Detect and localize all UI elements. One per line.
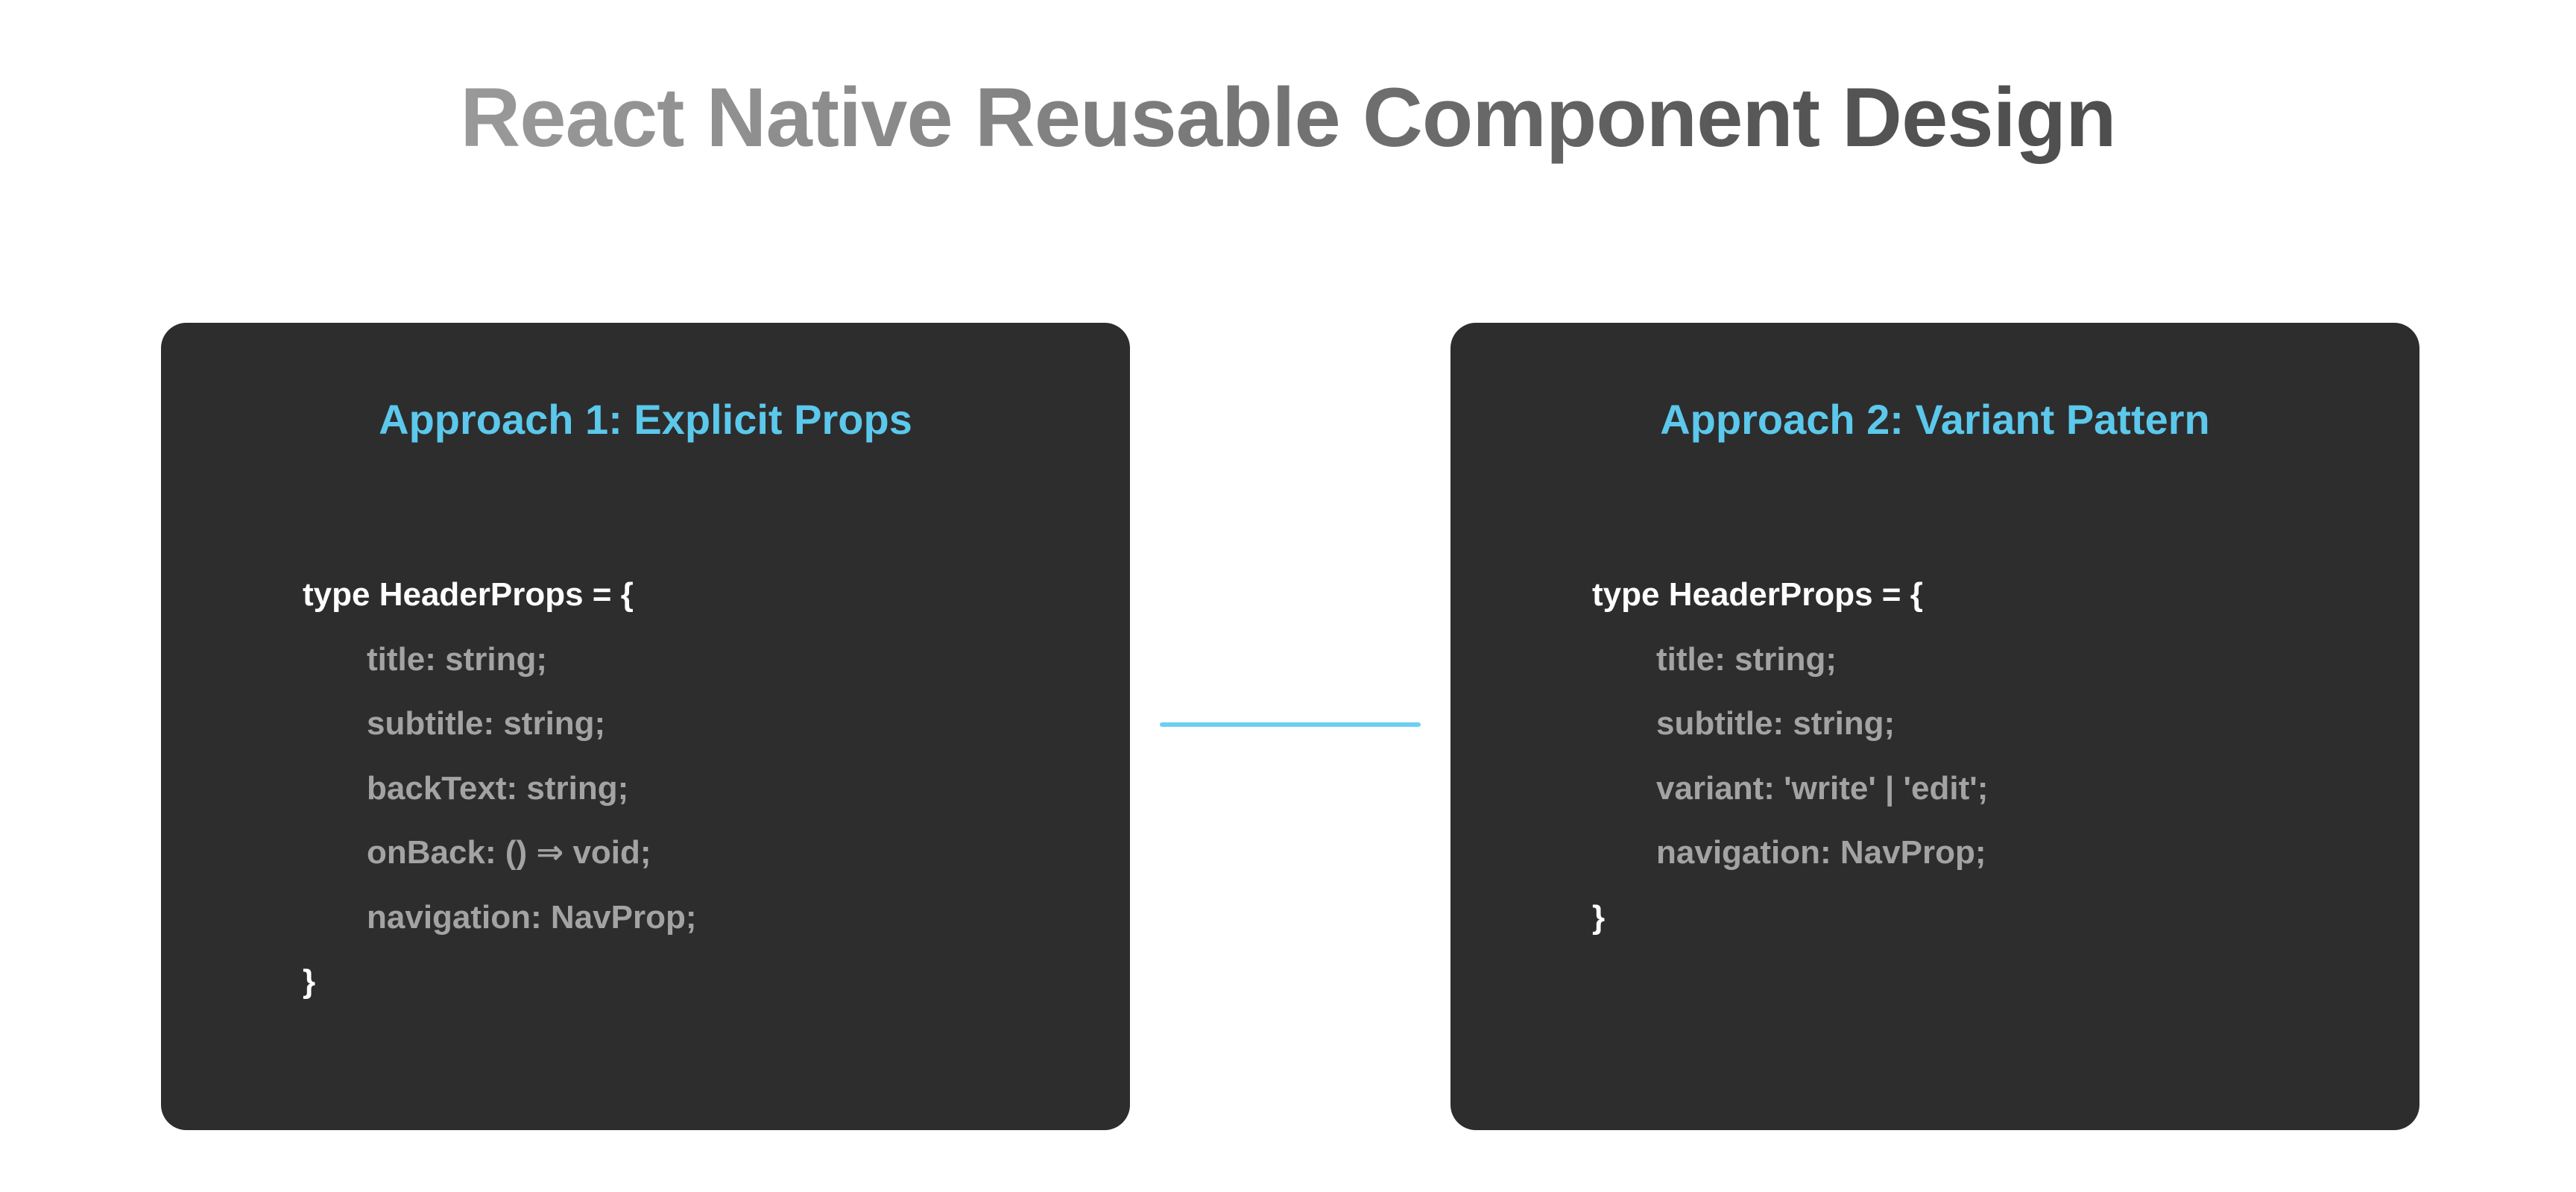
approach-1-title: Approach 1: Explicit Props	[379, 396, 912, 443]
prop-line-variant: variant: 'write' | 'edit';	[1656, 769, 1989, 807]
approach-2-title: Approach 2: Variant Pattern	[1660, 396, 2210, 443]
approach-2-card: Approach 2: Variant Pattern type HeaderP…	[1450, 323, 2419, 1130]
prop-line-title: title: string;	[367, 640, 547, 678]
approach-2-code-block: type HeaderProps = { title: string; subt…	[1592, 563, 2390, 950]
prop-line-subtitle: subtitle: string;	[1656, 705, 1895, 742]
approach-1-card: Approach 1: Explicit Props type HeaderPr…	[161, 323, 1130, 1130]
page-title-text: React Native Reusable Component Design	[460, 71, 2116, 164]
type-declaration-line: type HeaderProps = {	[1592, 576, 1923, 613]
prop-line-subtitle: subtitle: string;	[367, 705, 606, 742]
prop-line-backtext: backText: string;	[367, 769, 629, 807]
closing-brace-line: }	[1592, 898, 1606, 936]
page-title: React Native Reusable Component Design	[0, 66, 2576, 170]
connector-line	[1160, 722, 1421, 727]
prop-line-navigation: navigation: NavProp;	[1656, 834, 1986, 871]
prop-line-title: title: string;	[1656, 640, 1837, 678]
prop-line-onback: onBack: () ⇒ void;	[367, 834, 651, 871]
type-declaration-line: type HeaderProps = {	[303, 576, 634, 613]
closing-brace-line: }	[303, 963, 316, 1000]
prop-line-navigation: navigation: NavProp;	[367, 898, 697, 936]
approach-1-code-block: type HeaderProps = { title: string; subt…	[303, 563, 1100, 1015]
